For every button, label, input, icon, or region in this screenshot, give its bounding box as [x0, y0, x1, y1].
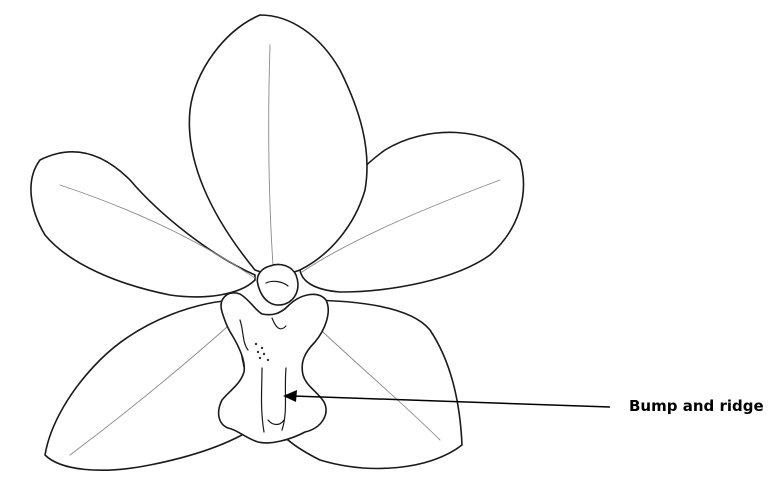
annotation-label: Bump and ridge [629, 397, 764, 415]
top-petal [189, 15, 367, 275]
flower-column [257, 264, 298, 305]
